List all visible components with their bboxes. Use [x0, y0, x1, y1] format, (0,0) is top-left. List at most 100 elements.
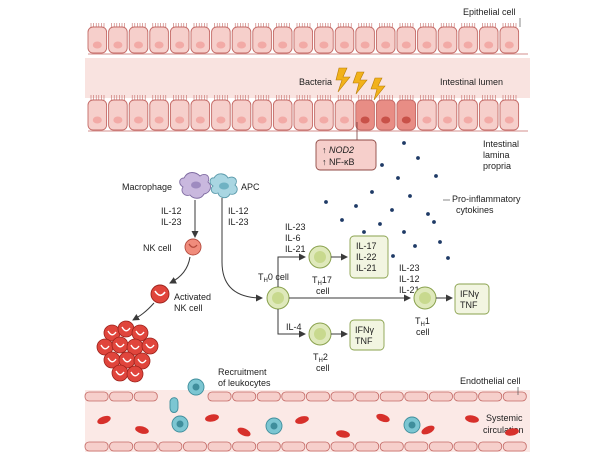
epithelial-cell	[355, 26, 375, 54]
cell-marking	[115, 342, 125, 348]
th1-cell-label: cell	[416, 327, 430, 337]
nucleus	[92, 116, 102, 124]
brush-border	[440, 23, 455, 27]
cytokine-dot	[413, 244, 417, 248]
red-blood-cell	[421, 425, 435, 435]
th1-input-1: IL-23	[399, 263, 420, 273]
recruitment-label-1: Recruitment	[218, 367, 267, 377]
endothelial-cell-bottom	[379, 441, 404, 452]
brush-border	[214, 95, 228, 100]
nucleus	[422, 41, 432, 49]
brush-border	[255, 95, 270, 100]
lamina-propria-label-3: propria	[483, 161, 511, 171]
cell-marking	[100, 344, 110, 350]
epithelial-cell	[108, 26, 128, 54]
nod2-label: ↑ NOD2	[322, 145, 354, 155]
nucleus	[154, 41, 164, 49]
brush-border	[502, 23, 517, 27]
endothelial-cell-top	[478, 391, 503, 402]
endothelial-cell-bottom	[404, 441, 429, 452]
nucleus	[401, 116, 411, 124]
systemic-label-2: circulation	[483, 425, 524, 435]
cytokine-dot	[370, 190, 374, 194]
brush-border	[379, 95, 393, 100]
brush-border	[193, 95, 208, 100]
endothelial-cell-top	[232, 391, 257, 402]
proinflammatory-label-2: cytokines	[456, 205, 494, 215]
endothelial-cell-bottom	[453, 441, 478, 452]
th0-label: TH0 cell	[258, 272, 289, 284]
activated-cell	[126, 365, 144, 383]
endothelial-cell-top	[502, 391, 527, 402]
cytokine-dot	[324, 200, 328, 204]
nucleus	[340, 116, 349, 124]
cytokine-dot	[378, 222, 382, 226]
activated-cell	[133, 352, 151, 370]
epithelial-cell	[293, 99, 314, 131]
leukocyte-nucleus	[408, 421, 416, 429]
brush-border	[440, 95, 455, 100]
endothelial-cell-bottom	[207, 441, 232, 452]
brush-border	[337, 23, 352, 27]
nucleus	[113, 116, 123, 124]
th17-output-box	[349, 235, 389, 279]
endothelial-cell-top	[207, 391, 232, 402]
th2-cell-label: cell	[316, 363, 330, 373]
brush-border	[131, 23, 146, 27]
macrophage-label: Macrophage	[122, 182, 172, 192]
epithelial-cell	[169, 99, 190, 131]
th17-input-2: IL-6	[285, 233, 301, 243]
epithelial-cell	[293, 26, 314, 54]
blood-vessel	[84, 391, 527, 452]
th1-output-box	[454, 283, 490, 315]
brush-border	[379, 23, 393, 27]
cytokine-dot	[416, 156, 420, 160]
epithelial-cell	[190, 99, 211, 131]
endothelial-cell-bottom	[330, 441, 355, 452]
systemic-label-1: Systemic	[486, 413, 523, 423]
brush-border	[317, 95, 331, 100]
brush-border	[173, 23, 187, 27]
apc-label: APC	[241, 182, 260, 192]
th17-input-3: IL-21	[285, 244, 306, 254]
th2-output-box	[349, 319, 385, 351]
endothelial-cell-bottom	[355, 441, 380, 452]
epithelial-cell	[334, 26, 355, 54]
epithelial-cell	[334, 99, 355, 131]
red-blood-cell	[295, 416, 309, 424]
red-blood-cell	[237, 427, 251, 437]
lamina-propria-label-2: lamina	[483, 150, 510, 160]
epithelial-cell	[149, 26, 169, 54]
brush-border	[358, 95, 373, 100]
cytokine-dot	[362, 230, 366, 234]
nk-cell-label: NK cell	[143, 243, 172, 253]
th17-output-2: IL-22	[356, 252, 377, 262]
epithelial-cell	[458, 26, 478, 54]
brush-border	[317, 23, 331, 27]
cell-marking	[135, 330, 145, 336]
red-blood-cell	[205, 414, 219, 422]
endothelial-cell-bottom	[305, 441, 330, 452]
brush-border	[111, 95, 125, 100]
brush-border	[420, 23, 434, 27]
nucleus	[319, 116, 329, 124]
endothelial-cell-bottom	[109, 441, 134, 452]
th17-input-1: IL-23	[285, 222, 306, 232]
endothelial-cell-top	[453, 391, 478, 402]
leukocyte-nucleus	[270, 422, 278, 430]
nucleus	[443, 41, 452, 49]
endothelial-cell-top	[305, 391, 330, 402]
cytokine-dot	[434, 174, 438, 178]
activated-cell-cluster	[96, 320, 159, 383]
cytokine-dot	[438, 240, 442, 244]
epithelial-cell	[417, 99, 437, 131]
th17-cell-label: cell	[316, 286, 330, 296]
nucleus	[298, 41, 308, 49]
epithelial-cell	[499, 99, 520, 131]
epithelial-cell	[252, 99, 272, 131]
cytokine-dot	[380, 163, 384, 167]
nucleus	[340, 41, 349, 49]
leukocyte-nucleus	[176, 420, 184, 428]
bacteria-label: Bacteria	[299, 77, 332, 87]
cytokine-dot	[340, 218, 344, 222]
